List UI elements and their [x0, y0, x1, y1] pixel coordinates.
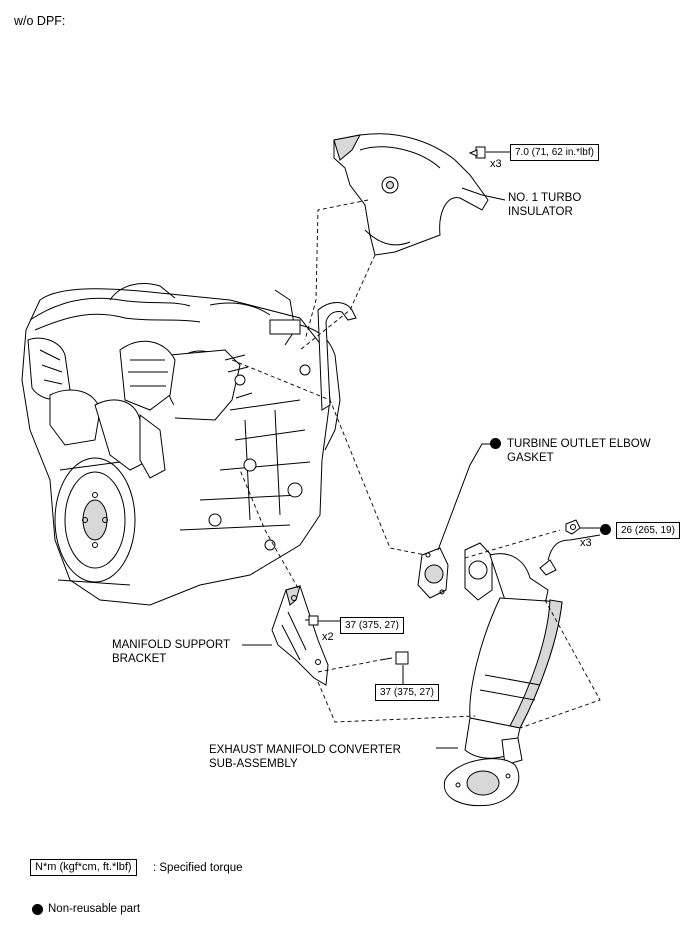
insulator-bolt: [468, 146, 486, 159]
manifold-converter-part: [443, 534, 601, 807]
converter-nut: [565, 519, 581, 535]
manifold-support-bracket-part: [271, 585, 329, 686]
legend-nonreusable-icon: [32, 904, 43, 915]
qty-converter-nut: x3: [580, 537, 592, 549]
part-label-turbo-insulator: NO. 1 TURBO INSULATOR: [508, 192, 582, 218]
torque-label-converter-nut: 26 (265, 19): [616, 522, 680, 539]
engine-assembly-illustration: [21, 283, 357, 606]
torque-label-bracket-lower: 37 (375, 27): [375, 684, 439, 701]
part-label-manifold-bracket: MANIFOLD SUPPORT BRACKET: [112, 639, 230, 665]
legend-nonreusable-desc: Non-reusable part: [48, 903, 141, 915]
bracket-bolt-lower: [379, 651, 409, 665]
legend-torque-desc: : Specified torque: [153, 862, 243, 874]
part-label-turbine-gasket: TURBINE OUTLET ELBOW GASKET: [507, 438, 651, 464]
turbine-outlet-gasket-part: [417, 547, 449, 599]
legend-torque-unit-box: N*m (kgf*cm, ft.*lbf): [30, 859, 137, 876]
turbo-insulator-part: [333, 133, 489, 256]
nonreusable-marker-nut: [600, 524, 611, 535]
part-label-manifold-converter: EXHAUST MANIFOLD CONVERTER SUB-ASSEMBLY: [209, 744, 401, 770]
nonreusable-marker-gasket: [490, 438, 501, 449]
qty-insulator-bolt: x3: [490, 158, 502, 170]
variant-label: w/o DPF:: [14, 14, 66, 28]
torque-label-bracket-upper: 37 (375, 27): [340, 617, 404, 634]
qty-bracket-bolt: x2: [322, 631, 334, 643]
torque-label-insulator: 7.0 (71, 62 in.*lbf): [510, 144, 599, 161]
